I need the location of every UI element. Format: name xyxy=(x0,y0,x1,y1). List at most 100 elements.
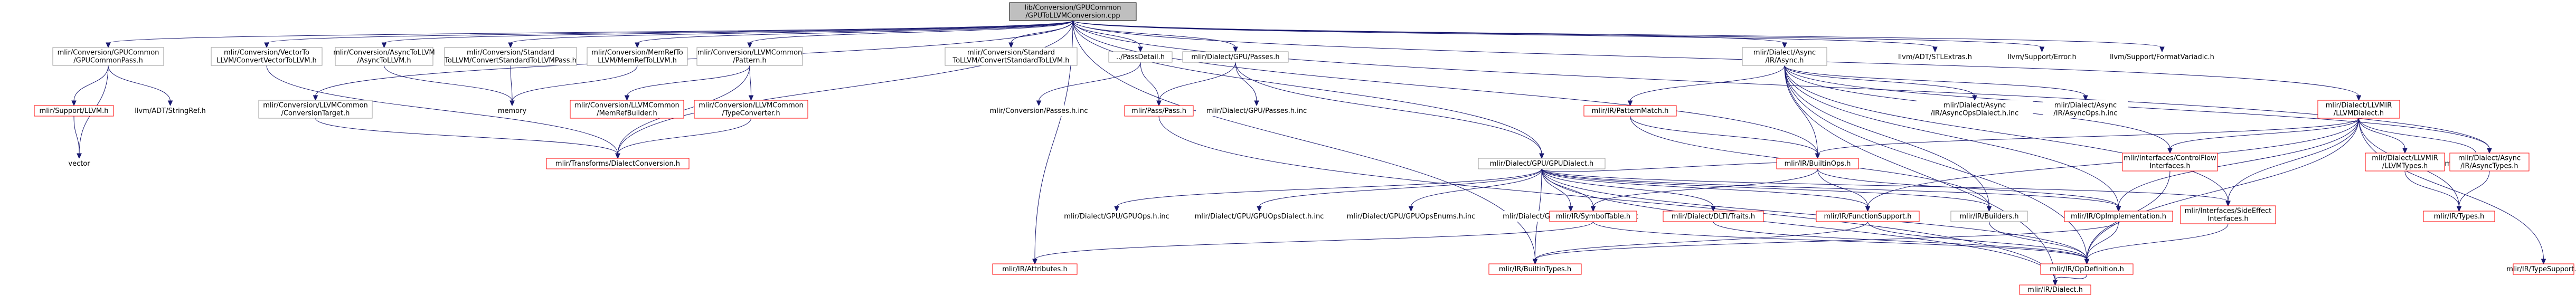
node-gpupasses[interactable]: mlir/Dialect/GPU/Passes.h xyxy=(1182,51,1289,63)
edge-gpudialect-to-gpuopinterfaces xyxy=(1541,168,1573,212)
edge-line xyxy=(1535,221,1868,260)
edge-arrowhead xyxy=(635,42,640,49)
edge-line xyxy=(1784,65,2087,260)
node-dlti[interactable]: mlir/Dialect/DLTI/Traits.h xyxy=(1663,211,1764,222)
node-label-line: /ConversionTarget.h xyxy=(281,110,350,118)
node-background xyxy=(1056,211,1177,222)
node-label-line: mlir/IR/OpDefinition.h xyxy=(2050,265,2124,273)
node-box xyxy=(945,47,1078,66)
edge-root-to-memreftollvm xyxy=(635,20,1073,49)
node-label-line: mlir/Dialect/GPU/Passes.h.inc xyxy=(1206,107,1307,115)
edge-root-to-conversiontarget xyxy=(313,20,1073,101)
node-label-line: mlir/Dialect/LLVMIR xyxy=(2372,155,2438,163)
node-irpass[interactable]: mlir/Pass/Pass.h xyxy=(1124,105,1194,117)
node-dialectconversion[interactable]: mlir/Transforms/DialectConversion.h xyxy=(546,158,690,169)
edge-stdtollvmpass-to-memory xyxy=(509,65,515,107)
node-irtypes[interactable]: mlir/IR/Types.h xyxy=(2423,211,2495,222)
node-vectortollvm[interactable]: mlir/Conversion/VectorToLLVM/ConvertVect… xyxy=(211,47,323,66)
edge-line xyxy=(1784,65,1975,97)
edge-arrowhead xyxy=(2541,259,2546,265)
node-box xyxy=(258,100,373,119)
node-supportllvm[interactable]: mlir/Support/LLVM.h xyxy=(34,105,114,117)
edge-arrowhead xyxy=(1532,259,1538,265)
node-stdtollvm[interactable]: mlir/Conversion/StandardToLLVM/ConvertSt… xyxy=(945,47,1078,66)
node-conversiontarget[interactable]: mlir/Conversion/LLVMCommon/ConversionTar… xyxy=(258,100,373,119)
node-irdialect[interactable]: mlir/IR/Dialect.h xyxy=(2019,284,2091,295)
node-typeconverter[interactable]: mlir/Conversion/LLVMCommon/TypeConverter… xyxy=(694,100,808,119)
node-attributes[interactable]: mlir/IR/Attributes.h xyxy=(992,263,1078,275)
node-builtintypes[interactable]: mlir/IR/BuiltinTypes.h xyxy=(1488,263,1582,275)
node-llvmcommonpattern[interactable]: mlir/Conversion/LLVMCommon/Pattern.h xyxy=(696,47,803,66)
edge-line xyxy=(1158,116,2055,281)
node-box xyxy=(1950,211,2028,222)
edge-llvmcommonpattern-to-memrefbuilder xyxy=(624,65,750,101)
node-label-line: mlir/IR/BuiltinOps.h xyxy=(1785,160,1851,168)
node-llvmtypes[interactable]: mlir/Dialect/LLVMIR/LLVMTypes.h xyxy=(2365,153,2445,172)
edge-arrowhead xyxy=(106,42,111,49)
node-memrefbuilder[interactable]: mlir/Conversion/LLVMCommon/MemRefBuilder… xyxy=(570,100,684,119)
edge-asyncdialect-to-patternmatch xyxy=(1627,65,1785,107)
node-box xyxy=(1663,211,1764,222)
edge-typeconverter-to-dialectconversion xyxy=(615,118,751,159)
node-label-line: mlir/Conversion/MemRefTo xyxy=(591,49,683,57)
edge-arrowhead xyxy=(1408,206,1414,212)
node-box xyxy=(2019,284,2091,295)
node-passdetail[interactable]: ../PassDetail.h xyxy=(1108,51,1173,63)
edge-root-to-dialectconversion xyxy=(615,20,1073,159)
node-opdefinition[interactable]: mlir/IR/OpDefinition.h xyxy=(2040,263,2134,275)
node-symboltable[interactable]: mlir/IR/SymbolTable.h xyxy=(1549,211,1637,222)
edge-arrowhead xyxy=(167,100,173,107)
edge-line xyxy=(1713,221,2087,260)
node-label-line: ToLLVM/ConvertStandardToLLVM.h xyxy=(952,57,1070,65)
edge-line xyxy=(1072,20,2042,48)
node-gpudialect[interactable]: mlir/Dialect/GPU/GPUDialect.h xyxy=(1478,158,1606,169)
nodes-layer: lib/Conversion/GPUCommon/GPUToLLVMConver… xyxy=(34,2,2576,295)
edge-symboltable-to-attributes xyxy=(1032,221,1593,265)
node-label-line: mlir/Dialect/GPU/GPUOpsEnums.h.inc xyxy=(1347,213,1476,221)
node-asynctypes[interactable]: mlir/Dialect/Async/IR/AsyncTypes.h xyxy=(2449,153,2530,172)
edge-line xyxy=(1541,168,2087,260)
node-patternmatch[interactable]: mlir/IR/PatternMatch.h xyxy=(1583,105,1677,117)
node-typesupport[interactable]: mlir/IR/TypeSupport.h xyxy=(2506,263,2576,275)
node-asynctollvm[interactable]: mlir/Conversion/AsyncToLLVM/AsyncToLLVM.… xyxy=(333,47,435,66)
node-label-line: mlir/Transforms/DialectConversion.h xyxy=(555,160,680,168)
edge-line xyxy=(1072,20,1542,155)
edge-root-to-asynctypes xyxy=(1072,20,2492,154)
edge-line xyxy=(384,65,513,102)
node-stdtollvmpass[interactable]: mlir/Conversion/StandardToLLVM/ConvertSt… xyxy=(444,47,577,66)
edge-arrowhead xyxy=(2116,206,2121,212)
edge-arrowhead xyxy=(1815,153,1820,159)
edge-root-to-builtinops xyxy=(1072,20,1820,159)
node-asyncdialect[interactable]: mlir/Dialect/Async/IR/Async.h xyxy=(1742,47,1827,66)
node-builtinops[interactable]: mlir/IR/BuiltinOps.h xyxy=(1776,158,1859,169)
node-background xyxy=(63,158,95,169)
node-label-line: mlir/Pass/Pass.h xyxy=(1131,107,1186,115)
node-label-line: mlir/IR/OpImplementation.h xyxy=(2071,213,2166,221)
node-label-line: /LLVMDialect.h xyxy=(2334,110,2384,118)
node-label-line: ../PassDetail.h xyxy=(1116,53,1165,61)
edge-line xyxy=(749,65,751,97)
node-gpucommonpass[interactable]: mlir/Conversion/GPUCommon/GPUCommonPass.… xyxy=(52,47,164,66)
node-memreftollvm[interactable]: mlir/Conversion/MemRefToLLVM/MemRefToLLV… xyxy=(587,47,688,66)
edge-arrowhead xyxy=(1114,206,1119,212)
node-box xyxy=(587,47,688,66)
node-box xyxy=(2317,100,2400,119)
node-irbuilders[interactable]: mlir/IR/Builders.h xyxy=(1950,211,2028,222)
edge-conversiontarget-to-dialectconversion xyxy=(315,118,620,159)
node-background xyxy=(1917,100,2033,118)
node-box xyxy=(2064,211,2173,222)
node-label-line: mlir/Dialect/Async xyxy=(1943,102,2006,110)
node-functionsupport[interactable]: mlir/IR/FunctionSupport.h xyxy=(1816,211,1920,222)
node-background xyxy=(494,106,531,116)
edge-asyncdialect-to-asyncopsdialect xyxy=(1784,65,1977,101)
edge-patternmatch-to-builtinops xyxy=(1630,116,1820,159)
edge-arrowhead xyxy=(1590,206,1596,212)
node-label-line: mlir/Interfaces/SideEffect xyxy=(2185,207,2272,215)
node-opimplementation[interactable]: mlir/IR/OpImplementation.h xyxy=(2064,211,2173,222)
node-llvmdialect[interactable]: mlir/Dialect/LLVMIR/LLVMDialect.h xyxy=(2317,100,2400,119)
edge-supportllvm-to-vector xyxy=(73,116,82,159)
node-background xyxy=(2001,52,2083,62)
node-box xyxy=(2513,263,2574,275)
